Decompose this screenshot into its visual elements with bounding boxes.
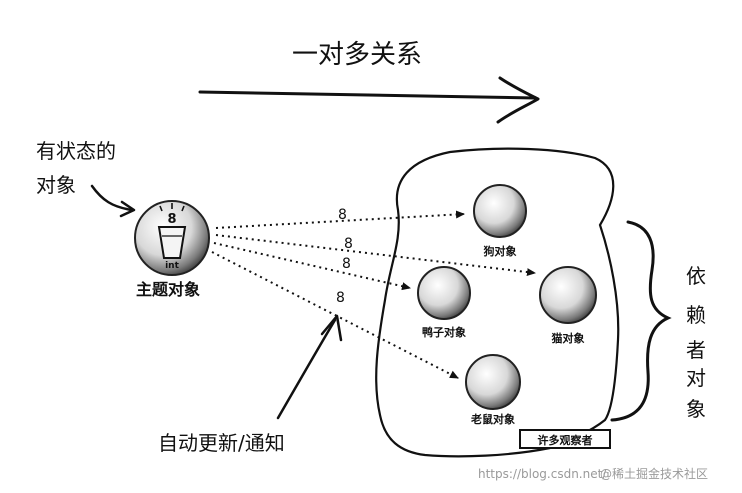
many-observers-label: 许多观察者 (538, 433, 593, 447)
observer-duck-label: 鸭子对象 (422, 325, 466, 339)
one-to-many-arrow (198, 76, 540, 124)
auto-update-label: 自动更新/通知 (158, 431, 285, 455)
cup-icon (157, 226, 187, 259)
dependents-char-5: 象 (686, 397, 706, 421)
title: 一对多关系 (292, 40, 422, 70)
sparkle-icon (159, 203, 185, 212)
subject-value: 8 (167, 212, 176, 227)
dependents-char-3: 者 (686, 338, 706, 362)
arrow-to-mouse (211, 251, 459, 379)
observer-dog-label: 狗对象 (484, 244, 517, 258)
arrow-value-cat: 8 (344, 236, 353, 252)
observer-dog: 狗对象 (473, 184, 527, 258)
observer-cat: 猫对象 (539, 266, 597, 345)
dependents-char-4: 对 (686, 366, 706, 390)
arrow-value-mouse: 8 (336, 290, 345, 306)
dependents-brace (610, 220, 672, 422)
watermark-site: @稀土掘金技术社区 (600, 466, 708, 481)
observer-mouse: 老鼠对象 (465, 354, 521, 426)
subject-label: 主题对象 (136, 280, 200, 299)
subject-type-label: int (165, 261, 179, 271)
arrow-value-dog: 8 (338, 207, 347, 223)
stateful-pointer-arrow (90, 184, 134, 212)
observer-mouse-label: 老鼠对象 (470, 412, 515, 426)
dependents-char-1: 依 (686, 264, 706, 288)
arrow-value-duck: 8 (342, 256, 351, 272)
auto-update-arrow (276, 314, 343, 420)
observers-container (375, 147, 620, 458)
observer-duck: 鸭子对象 (417, 266, 471, 339)
watermark-url: https://blog.csdn.net/ (478, 467, 607, 481)
subject-object: 8 int (134, 200, 210, 276)
notification-arrows (211, 210, 536, 379)
dependents-label: 依 赖 者 对 象 (686, 264, 706, 421)
observer-cat-label: 猫对象 (552, 331, 585, 345)
many-observers-box: 许多观察者 (519, 429, 611, 449)
stateful-object-label-line2: 对象 (36, 173, 76, 197)
arrow-to-duck (213, 242, 411, 291)
stateful-object-label-line1: 有状态的 (36, 139, 116, 163)
dependents-char-2: 赖 (686, 303, 706, 327)
